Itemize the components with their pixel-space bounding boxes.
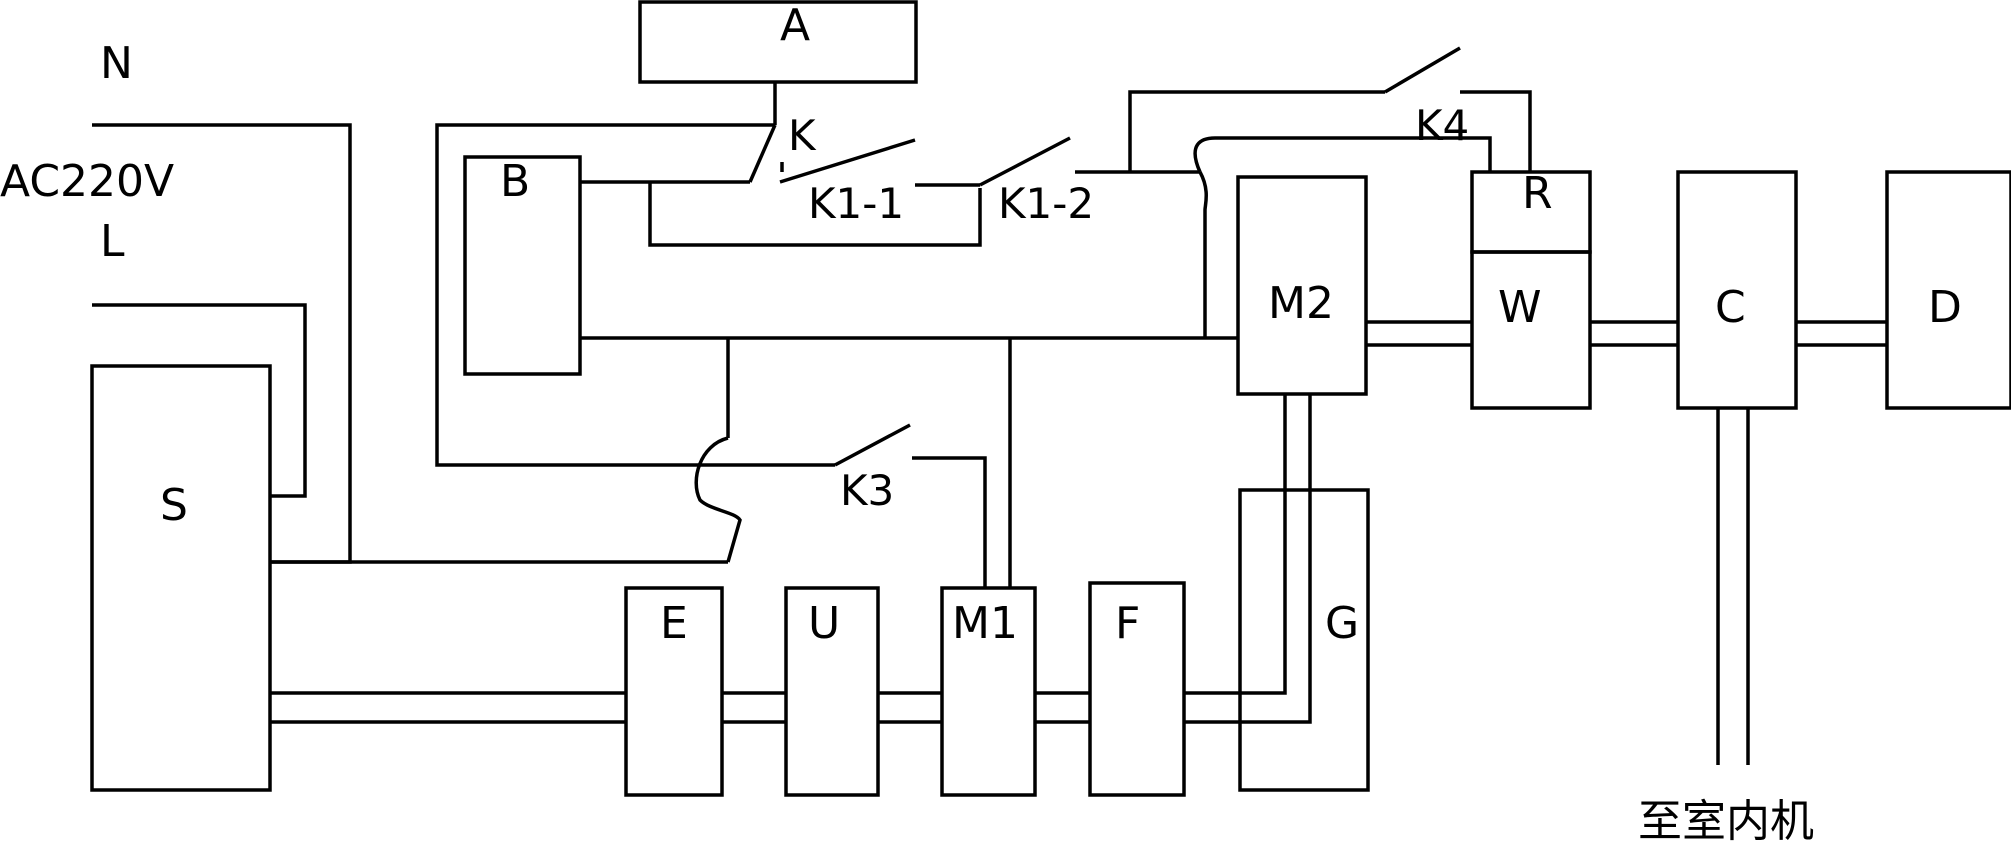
switch-k-label: K: [788, 111, 817, 160]
block-g: [1238, 488, 1370, 792]
switch-k4: [1384, 46, 1461, 94]
block-a-label: A: [780, 0, 810, 51]
block-f: [1088, 581, 1186, 797]
switch-k1-2-label: K1-2: [998, 179, 1094, 228]
crossover-arc-m2-feed: [1198, 171, 1208, 338]
block-w: [1470, 250, 1592, 410]
switch-k1-1: [779, 138, 916, 184]
switch-k: [748, 124, 777, 183]
block-m1-label: M1: [952, 598, 1018, 649]
block-s-label: S: [160, 480, 188, 531]
supply-voltage-label: AC220V: [0, 156, 174, 207]
block-f-label: F: [1115, 598, 1140, 649]
switch-k1-1-label: K1-1: [808, 179, 904, 228]
block-w-label: W: [1498, 282, 1542, 333]
f-g-m2-line-2: [1184, 394, 1312, 724]
switch-k3: [834, 423, 911, 467]
block-c-label: C: [1715, 282, 1746, 333]
live-wire: [92, 303, 307, 498]
block-m2: [1236, 175, 1368, 396]
k3-return-loop: [435, 123, 835, 467]
block-b: [463, 155, 582, 376]
k4-to-r-wire: [1460, 90, 1532, 172]
f-g-m2-line-1: [1184, 394, 1287, 695]
switch-k4-label: K4: [1415, 101, 1469, 150]
block-r-label: R: [1522, 168, 1553, 219]
block-u-label: U: [808, 598, 840, 649]
k3-to-m1-wire: [912, 456, 987, 588]
crossover-arc-top: [1193, 136, 1492, 173]
block-b-label: B: [500, 156, 530, 207]
k3-crossover-arc: [694, 436, 742, 563]
block-s: [90, 364, 272, 792]
block-e-label: E: [660, 598, 688, 649]
supply-live-label: L: [100, 216, 125, 267]
k-bypass-wire: [648, 182, 982, 247]
switch-k3-label: K3: [840, 466, 894, 515]
supply-neutral-label: N: [100, 38, 133, 89]
switch-k1-2: [979, 136, 1071, 187]
block-d-label: D: [1928, 282, 1962, 333]
block-d: [1885, 170, 2011, 410]
k4-upper-wire: [1128, 90, 1385, 172]
destination-label: 至室内机: [1638, 796, 1814, 844]
block-c: [1676, 170, 1798, 410]
block-a: [638, 0, 918, 84]
block-m2-label: M2: [1268, 278, 1334, 329]
block-g-label: G: [1325, 598, 1359, 649]
